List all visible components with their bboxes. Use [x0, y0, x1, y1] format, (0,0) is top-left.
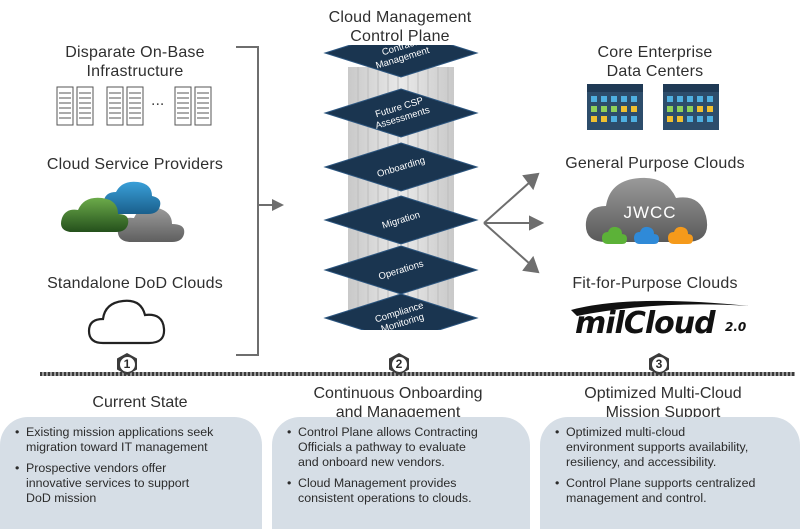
general-purpose-label: General Purpose Clouds: [565, 155, 745, 172]
csp-clouds-icon: [61, 181, 185, 242]
csp-label: Cloud Service Providers: [46, 156, 224, 173]
milcloud-version: 2.0: [725, 320, 747, 334]
server-icon: [174, 86, 212, 126]
stage-panel-2: Control Plane allows ContractingOfficial…: [272, 417, 530, 529]
layer-diamond: [323, 88, 479, 138]
milcloud-logo: milCloud 2.0: [565, 296, 755, 344]
stage-badge-2: 2: [389, 353, 409, 375]
standalone-label: Standalone DoD Clouds: [47, 275, 223, 292]
building-icon: [663, 84, 719, 130]
layer-diamond: [323, 142, 479, 192]
stage-title-3: Optimized Multi-Cloud Mission Support: [584, 385, 742, 421]
core-datacenters-label: Core Enterprise Data Centers: [597, 44, 713, 80]
control-plane-title: Cloud Management Control Plane: [328, 9, 472, 45]
server-icon: [106, 86, 144, 126]
infrastructure-label: Disparate On-Base Infrastructure: [65, 44, 205, 80]
timeline: [40, 372, 795, 376]
stage-title-2: Continuous Onboarding and Management: [313, 385, 483, 421]
stage-badge-3: 3: [649, 353, 669, 375]
building-icon: [587, 84, 643, 130]
layer-shapes: [323, 45, 479, 330]
datacenter-building-icons: [587, 84, 719, 130]
layer-diamond: [323, 45, 479, 78]
ellipsis-text: ...: [151, 92, 165, 109]
layer-diamond: [323, 293, 479, 330]
fit-for-purpose-label: Fit-for-Purpose Clouds: [572, 275, 738, 292]
bullet-item: Control Plane allows ContractingOfficial…: [287, 425, 518, 470]
milcloud-text: milCloud: [575, 306, 716, 341]
jwcc-cloud-icon: [585, 177, 708, 244]
stage-badge-1: 1: [117, 353, 137, 375]
layer-diamond: [323, 195, 479, 245]
bracket-arrow: [236, 46, 284, 356]
server-icon: [56, 86, 94, 126]
control-plane-stack: [323, 45, 479, 330]
server-rack-icons: [56, 86, 212, 126]
jwcc-text: JWCC: [623, 203, 677, 222]
milcloud-swoosh-icon: [571, 300, 749, 316]
cloud-outline-icon: [87, 299, 166, 345]
bullet-item: Control Plane supports centralizedmanage…: [555, 476, 788, 506]
bullet-item: Existing mission applications seekmigrat…: [15, 425, 250, 455]
fan-arrows: [483, 172, 545, 274]
stage-panel-1: Existing mission applications seekmigrat…: [0, 417, 262, 529]
stage-title-1: Current State: [92, 394, 188, 411]
